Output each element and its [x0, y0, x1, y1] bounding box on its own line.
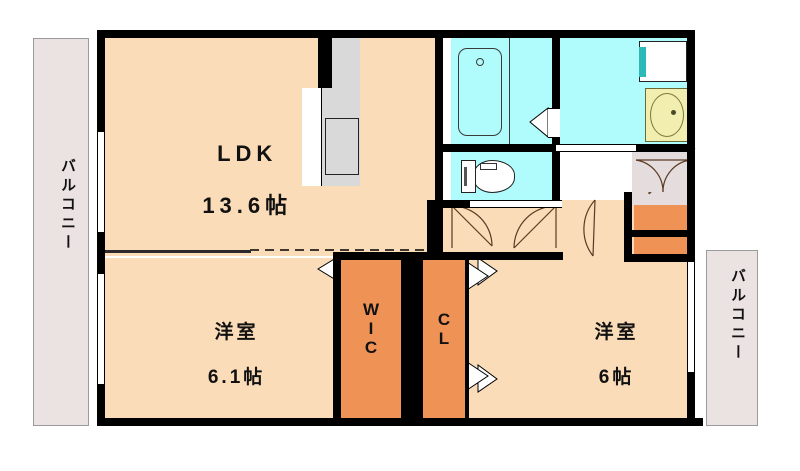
room1-name: 洋室	[214, 322, 259, 344]
washing-machine-side-icon	[639, 47, 646, 77]
wall-bath-washroom	[552, 30, 560, 146]
window-ldk-left-upper	[97, 132, 105, 232]
toilet-lever-icon	[464, 167, 467, 186]
ldk-label: LDK 13.6帖	[145, 115, 305, 245]
wall-right-upper	[687, 30, 695, 150]
ldk-name: LDK	[217, 140, 278, 166]
wall-ldk-room1-divider	[105, 250, 251, 253]
wall-top-right	[435, 30, 695, 38]
window-room1-left	[97, 274, 105, 384]
western-room-2-floor	[465, 258, 695, 418]
bathtub-drain-icon	[476, 58, 484, 66]
washing-machine	[639, 41, 687, 82]
toilet-controls-icon	[480, 163, 497, 170]
kitchen-sink	[325, 118, 359, 175]
closet-cl	[423, 258, 465, 418]
window-toilet-sill	[470, 200, 562, 208]
vanity-faucet-icon	[671, 110, 676, 115]
wall-toilet-right	[552, 152, 560, 208]
wall-room1-right	[333, 258, 341, 418]
wall-toilet-left	[435, 146, 443, 208]
wall-wic-right	[401, 258, 423, 418]
wall-cl-right	[465, 258, 469, 418]
western-room-1-floor	[105, 258, 337, 418]
wall-right-lower	[687, 372, 695, 426]
wall-ldk-right-upper	[435, 30, 443, 146]
room2-area: 6帖	[598, 367, 635, 389]
wall-entry-step	[624, 230, 695, 237]
western-room-2-label: 洋室 6帖	[520, 300, 680, 412]
wall-bathroom-bottom	[435, 144, 560, 152]
wall-ldk-right-lower	[427, 200, 443, 260]
ldk-area: 13.6帖	[202, 192, 293, 218]
balcony-right	[706, 250, 758, 426]
cl-label: C L	[437, 310, 451, 349]
wall-top-left	[105, 30, 435, 38]
wall-bottom-left	[97, 418, 437, 426]
western-room-1-label: 洋室 6.1帖	[140, 300, 300, 412]
ldk-floor	[105, 38, 435, 256]
wall-hall-bottom	[443, 252, 563, 260]
bathroom-divider	[509, 38, 510, 144]
hallway-floor-lower	[560, 200, 632, 260]
wall-kitchen-stub	[318, 30, 332, 88]
shoe-closet-upper	[634, 205, 692, 231]
wall-room-divider-top	[333, 252, 467, 260]
walk-in-closet	[341, 258, 401, 418]
wall-right-entry	[687, 150, 695, 262]
wall-entry-left	[624, 192, 632, 262]
entry-closet-panel	[634, 150, 692, 192]
wic-label: W I C	[362, 300, 380, 358]
wall-left-ldk-lower	[97, 232, 105, 274]
wall-left-ldk-upper	[97, 30, 105, 132]
wall-left-bottom	[97, 384, 105, 426]
window-washroom-sill	[556, 144, 636, 152]
window-room2-right	[687, 262, 695, 372]
room1-area: 6.1帖	[207, 367, 266, 389]
wall-entry-bottom	[624, 254, 695, 262]
vanity-bowl-icon	[650, 93, 684, 137]
window-bath-door-sill	[548, 108, 560, 138]
wall-bottom-right	[437, 418, 703, 426]
balcony-right-label: バルコニー	[729, 268, 746, 363]
room2-name: 洋室	[594, 322, 639, 344]
balcony-left-label: バルコニー	[59, 158, 76, 253]
kitchen-side-gap	[302, 88, 322, 186]
balcony-left	[33, 38, 89, 426]
